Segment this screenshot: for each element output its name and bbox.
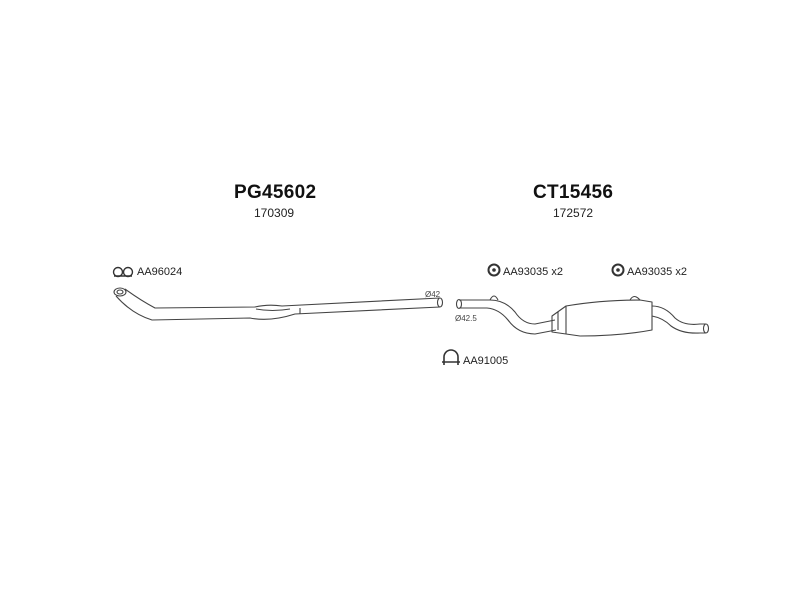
part-code-front: PG45602 bbox=[234, 182, 317, 203]
ref-clamp-front: AA96024 bbox=[137, 266, 183, 278]
front-pipe bbox=[113, 287, 444, 321]
rubber-hanger-icon bbox=[611, 263, 625, 277]
ref-clamp-mid: AA91005 bbox=[463, 355, 509, 367]
part-code-rear: CT15456 bbox=[533, 182, 614, 203]
ref-hanger-1: AA93035 x2 bbox=[503, 266, 563, 278]
part-number-front: 170309 bbox=[254, 206, 295, 220]
diameter-front-pipe: Ø42 bbox=[425, 290, 441, 299]
pipe-clamp-icon bbox=[112, 266, 134, 278]
u-clamp-icon bbox=[442, 349, 460, 365]
ref-hanger-2: AA93035 x2 bbox=[627, 266, 687, 278]
diameter-rear-pipe: Ø42.5 bbox=[455, 314, 477, 323]
rubber-hanger-icon bbox=[487, 263, 501, 277]
rear-muffler-assembly bbox=[455, 295, 710, 337]
part-number-rear: 172572 bbox=[553, 206, 594, 220]
